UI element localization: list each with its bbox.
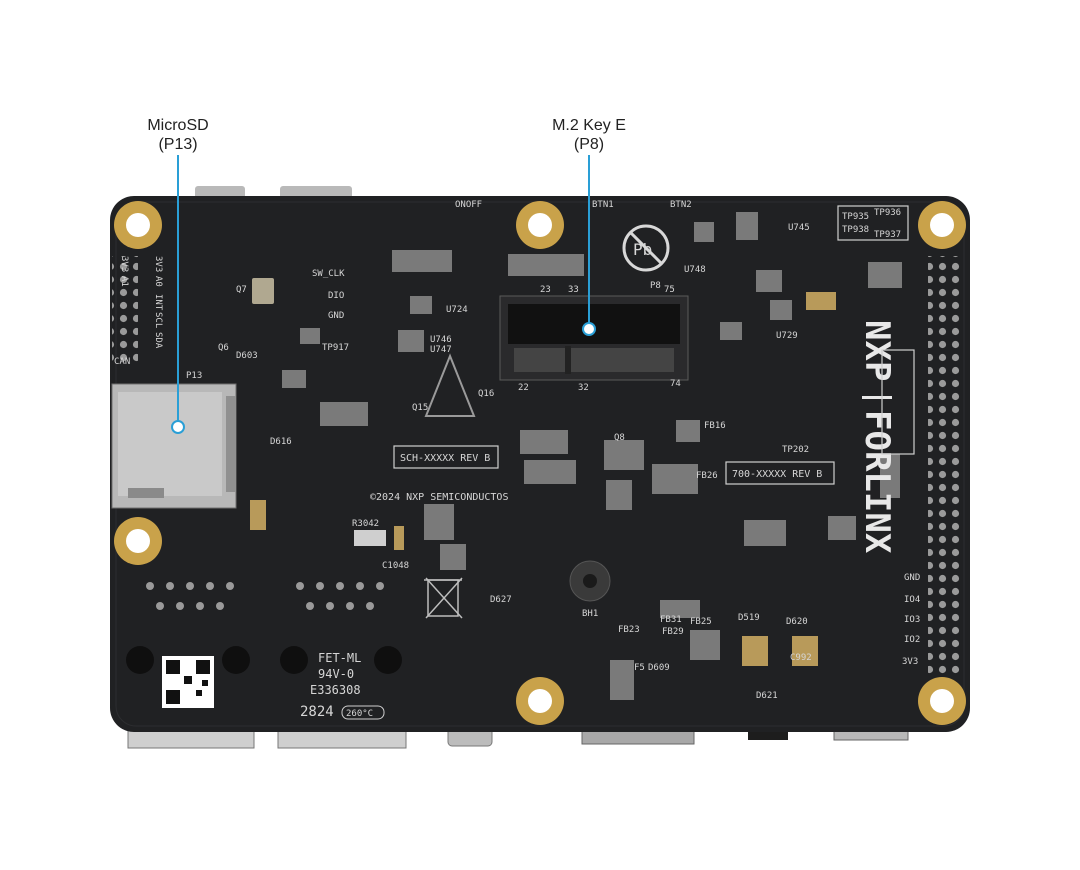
triangle-logo xyxy=(424,353,476,417)
silk-tp935: TP935 xyxy=(842,212,869,222)
silk-tp917: TP917 xyxy=(322,343,349,353)
silk-bh1: BH1 xyxy=(582,609,598,619)
silk-q16: Q16 xyxy=(478,389,494,399)
temp-badge: 260°C xyxy=(346,709,373,719)
silk-c992: C992 xyxy=(790,653,812,663)
silk-dio: DIO xyxy=(328,291,344,301)
silk-tp937: TP937 xyxy=(874,230,901,240)
svg-text:Pb: Pb xyxy=(633,240,652,259)
silk-fb26: FB26 xyxy=(696,471,718,481)
microsd-label-line1: MicroSD xyxy=(147,117,209,134)
date-code: 2824 xyxy=(300,704,334,720)
sch-label: SCH-XXXXX REV B xyxy=(400,453,490,464)
silk-23: 23 xyxy=(540,285,551,295)
brand-forlinx: FORLINX xyxy=(857,410,897,554)
microsd-callout-label: MicroSD (P13) xyxy=(128,116,228,154)
silk-d627: D627 xyxy=(490,595,512,605)
silk-c1048: C1048 xyxy=(382,561,409,571)
brand-branding: NXP FORLINX xyxy=(857,320,897,554)
silk-u747: U747 xyxy=(430,345,452,355)
silk-io2: IO2 xyxy=(904,635,920,645)
silk-tp202: TP202 xyxy=(782,445,809,455)
silk-d621: D621 xyxy=(756,691,778,701)
rev-label: 700-XXXXX REV B xyxy=(732,469,822,480)
m2-callout-label: M.2 Key E (P8) xyxy=(534,116,644,154)
silk-d616: D616 xyxy=(270,437,292,447)
silk-a0: A0 xyxy=(153,276,163,287)
silk-u746: U746 xyxy=(430,335,452,345)
lead-free-symbol: Pb xyxy=(622,224,670,272)
silk-fb16: FB16 xyxy=(704,421,726,431)
microsd-label-line2: (P13) xyxy=(158,136,198,153)
silk-btn2: BTN2 xyxy=(670,200,692,210)
silk-gnd-right: GND xyxy=(904,573,920,583)
left-header-labels-2: 3V3 A0 INT SCL SDA xyxy=(153,256,163,349)
silk-u745: U745 xyxy=(788,223,810,233)
silk-p8: P8 xyxy=(650,281,661,291)
silk-sw-clk: SW_CLK xyxy=(312,269,345,279)
silk-btn1: BTN1 xyxy=(592,200,614,210)
silk-d519: D519 xyxy=(738,613,760,623)
m2-key-e-slot xyxy=(499,295,689,381)
silk-d609: D609 xyxy=(648,663,670,673)
silk-u729: U729 xyxy=(776,331,798,341)
gpio-header-right xyxy=(928,256,964,676)
silk-io3: IO3 xyxy=(904,615,920,625)
silk-75: 75 xyxy=(664,285,675,295)
silk-d620: D620 xyxy=(786,617,808,627)
silk-gnd: GND xyxy=(328,311,344,321)
silk-q8: Q8 xyxy=(614,433,625,443)
silk-q7: Q7 xyxy=(236,285,247,295)
mounting-holes xyxy=(114,201,966,725)
silk-tp936: TP936 xyxy=(874,208,901,218)
silkscreen-labels: SCH-XXXXX REV B 700-XXXXX REV B ©2024 NX… xyxy=(186,200,920,720)
fet-line1: FET-ML xyxy=(318,651,361,665)
silk-a1: A1 xyxy=(119,276,129,287)
bottom-pin-rows xyxy=(126,582,402,674)
silk-u748: U748 xyxy=(684,265,706,275)
header-left xyxy=(112,256,138,366)
silk-p13: P13 xyxy=(186,371,202,381)
microsd-slot xyxy=(111,383,237,509)
silk-u724: U724 xyxy=(446,305,468,315)
m2-callout-dot xyxy=(582,322,596,336)
fet-line3: E336308 xyxy=(310,683,361,697)
silk-io4: IO4 xyxy=(904,595,920,605)
silk-q15: Q15 xyxy=(412,403,428,413)
silk-scl: SCL xyxy=(153,312,163,328)
silk-3v3: 3V3 xyxy=(119,256,129,272)
silk-onoff: ONOFF xyxy=(455,200,482,210)
silk-33: 33 xyxy=(568,285,579,295)
silk-r3042: R3042 xyxy=(352,519,379,529)
silk-32: 32 xyxy=(578,383,589,393)
microsd-callout-dot xyxy=(171,420,185,434)
silk-74: 74 xyxy=(670,379,681,389)
silk-can: CAN xyxy=(114,357,130,367)
copyright-text: ©2024 NXP SEMICONDUCTOS xyxy=(370,492,508,503)
left-header-labels: 3V3 A1 xyxy=(119,256,129,287)
silk-q6: Q6 xyxy=(218,343,229,353)
m2-label-line1: M.2 Key E xyxy=(552,117,626,134)
smd-components xyxy=(250,212,902,700)
silk-int: INT xyxy=(153,294,163,311)
qr-code xyxy=(162,656,214,708)
brand-nxp: NXP xyxy=(857,320,897,381)
m2-label-line2: (P8) xyxy=(573,136,605,153)
silk-fb23: FB23 xyxy=(618,625,640,635)
weee-bin-icon xyxy=(424,577,463,619)
silk-d603: D603 xyxy=(236,351,258,361)
silk-f5: F5 xyxy=(634,663,645,673)
silk-can-group: CAN xyxy=(114,357,130,367)
silk-fb25: FB25 xyxy=(690,617,712,627)
silk-sda: SDA xyxy=(153,332,163,349)
silk-3v3-right: 3V3 xyxy=(902,657,918,667)
silk-fb29: FB29 xyxy=(662,627,684,637)
fet-line2: 94V-0 xyxy=(318,667,354,681)
silk-tp938: TP938 xyxy=(842,225,869,235)
silk-fb31: FB31 xyxy=(660,615,682,625)
silk-3v3-b: 3V3 xyxy=(153,256,163,272)
silk-22: 22 xyxy=(518,383,529,393)
